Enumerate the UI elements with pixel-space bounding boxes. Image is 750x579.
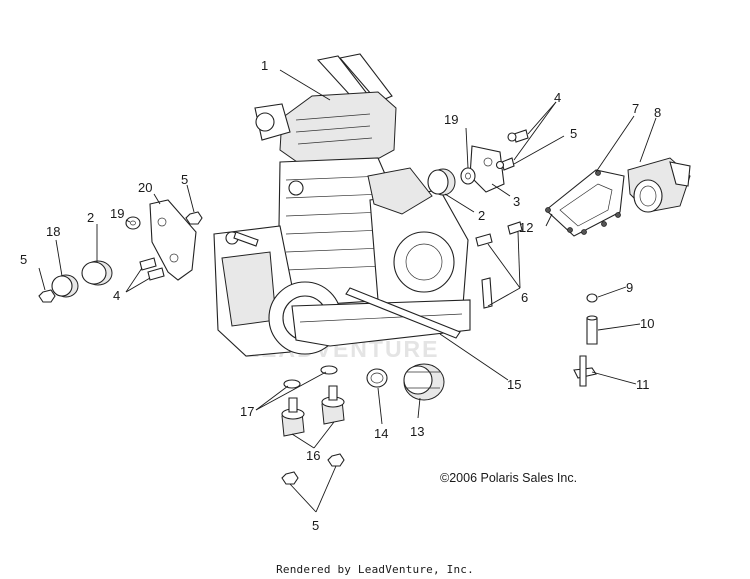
callout-5-right: 5 [570, 126, 577, 141]
intake-coupler [403, 363, 445, 401]
callout-13: 13 [410, 424, 424, 439]
rubber-mount-right [427, 168, 456, 196]
grommet [586, 293, 598, 303]
bolt-clutch-cover-a [475, 233, 493, 247]
callout-14: 14 [374, 426, 388, 441]
callout-17: 17 [240, 404, 254, 419]
bolt-clutch-cover-b [507, 221, 523, 235]
callout-2-right: 2 [478, 208, 485, 223]
callout-18: 18 [46, 224, 60, 239]
rubber-mount-bottom-left [281, 397, 305, 437]
sleeve-pin [586, 315, 598, 345]
callout-7: 7 [632, 101, 639, 116]
stud-mount [573, 355, 597, 387]
footer-credit: Rendered by LeadVenture, Inc. [276, 563, 474, 576]
mount-cup-left [51, 274, 79, 298]
callout-19-right: 19 [444, 112, 458, 127]
callout-20: 20 [138, 180, 152, 195]
bolt-clutch-cover-c [481, 277, 493, 309]
nut-left-upper [185, 211, 203, 225]
hose-clamp [366, 368, 388, 388]
engine-mount-bracket-left [149, 199, 197, 281]
callout-19-left: 19 [110, 206, 124, 221]
callout-9: 9 [626, 280, 633, 295]
callout-4-right: 4 [554, 90, 561, 105]
bolt-left-a [139, 257, 157, 271]
bolt-right-upper [507, 129, 529, 143]
rubber-mount-left [81, 260, 113, 286]
callout-3: 3 [513, 194, 520, 209]
engine-assembly [213, 53, 471, 357]
washer-bottom-right [320, 365, 338, 375]
leader-lines [38, 69, 657, 513]
callout-15: 15 [507, 377, 521, 392]
callout-4-left: 4 [113, 288, 120, 303]
callout-6: 6 [521, 290, 528, 305]
cover-plate [545, 169, 625, 237]
callout-labels: 1 2 2 3 4 4 5 5 5 5 6 7 8 9 10 11 12 13 … [20, 58, 661, 533]
nut-bottom-right [327, 453, 345, 467]
intake-housing [627, 157, 691, 213]
callout-8: 8 [654, 105, 661, 120]
engine-mount-rod [345, 287, 461, 339]
spacer-washer-right [460, 167, 476, 185]
copyright-notice: ©2006 Polaris Sales Inc. [440, 471, 578, 485]
callout-16: 16 [306, 448, 320, 463]
bolt-left-b [147, 267, 165, 281]
callout-12: 12 [519, 220, 533, 235]
callout-11: 11 [636, 377, 650, 392]
bolt-right-lower [495, 157, 515, 171]
spacer-washer-left [125, 216, 141, 230]
callout-2-left: 2 [87, 210, 94, 225]
callout-5-left-upper: 5 [181, 172, 188, 187]
rubber-mount-bottom-right [321, 385, 345, 425]
mount-bracket-right [469, 145, 505, 193]
callout-10: 10 [640, 316, 654, 331]
callout-1: 1 [261, 58, 268, 73]
callout-5-far-left: 5 [20, 252, 27, 267]
nut-left-lower [38, 289, 56, 303]
callout-5-bottom: 5 [312, 518, 319, 533]
nut-bottom-left [281, 471, 299, 485]
